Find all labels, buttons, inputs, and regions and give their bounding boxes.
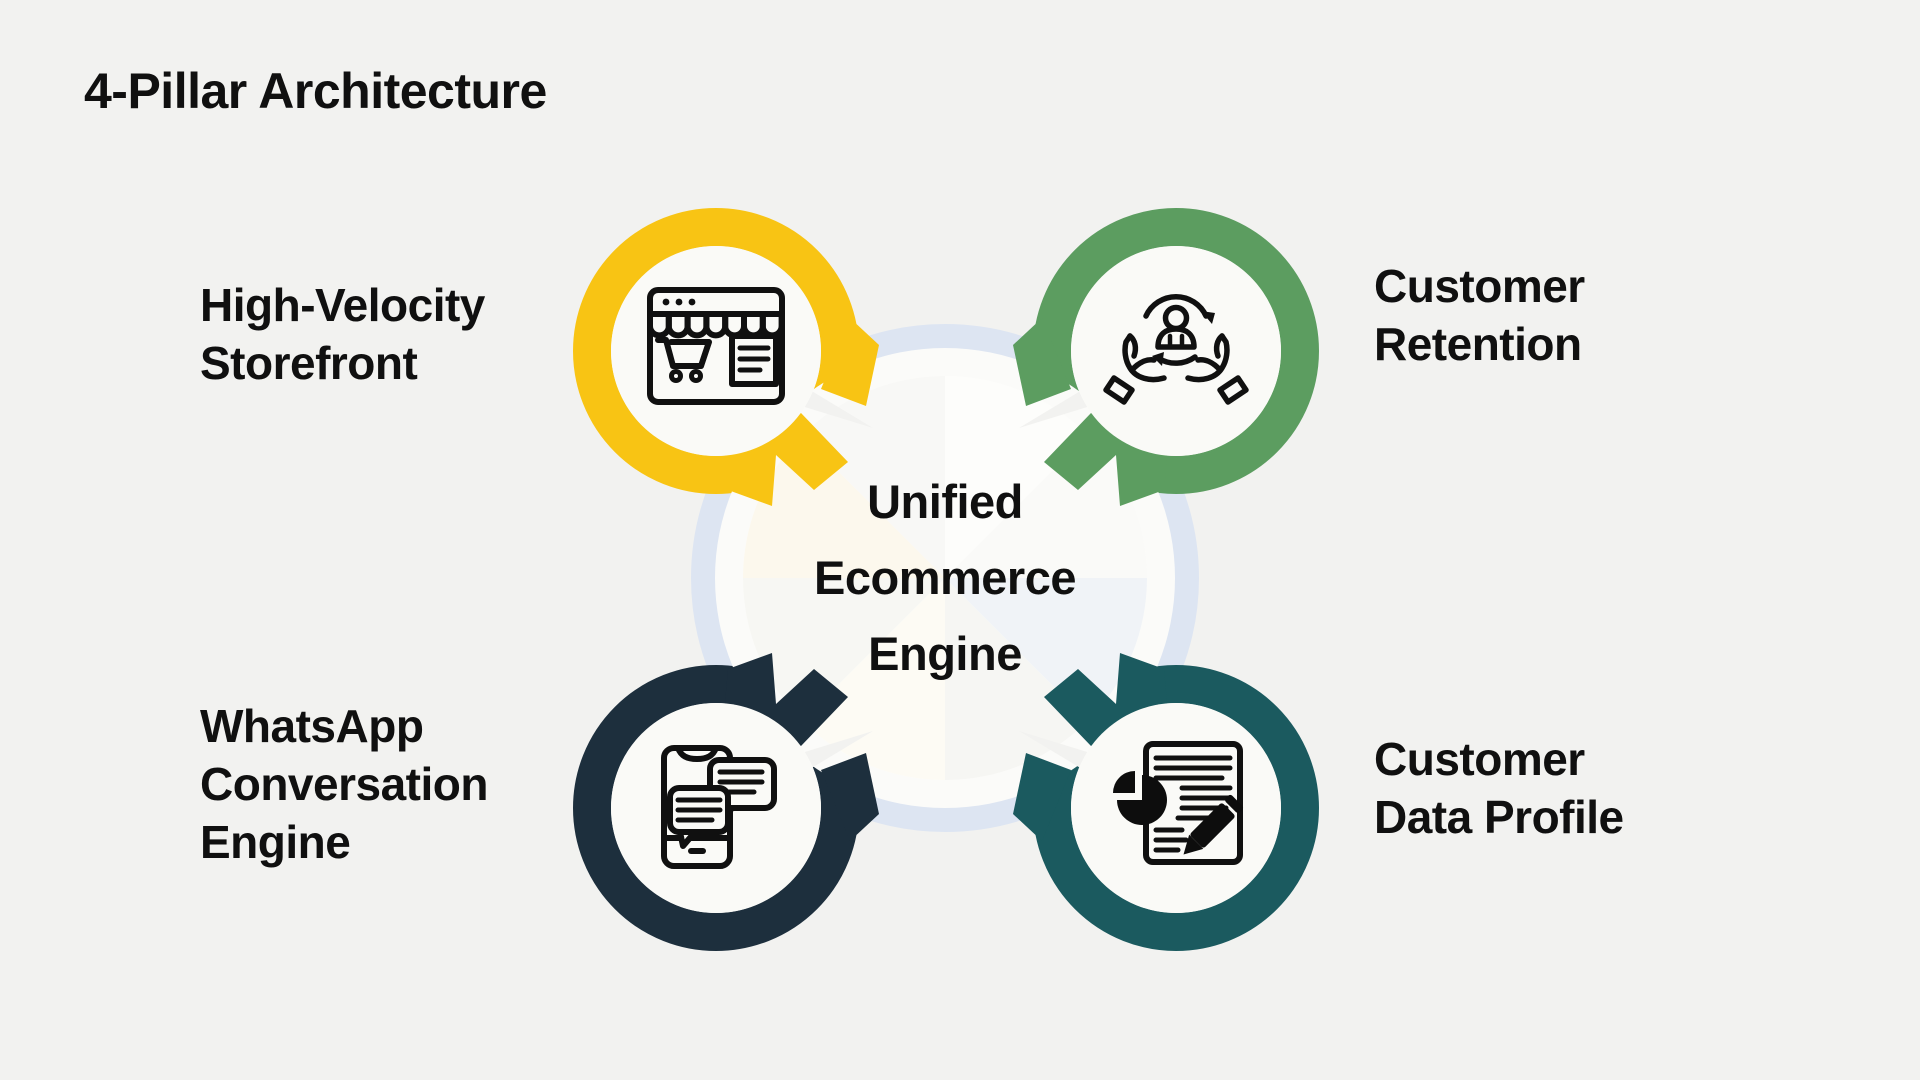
pillar-label-line: Data Profile bbox=[1374, 791, 1624, 843]
pillar-label-line: Customer bbox=[1374, 733, 1585, 785]
pillar-disc-storefront bbox=[611, 246, 821, 456]
pillar-label-whatsapp: WhatsApp Conversation Engine bbox=[200, 697, 488, 871]
hub-title: Unified Ecommerce Engine bbox=[745, 464, 1145, 692]
hub-slices bbox=[743, 376, 1147, 780]
whatsapp-chat-icon bbox=[661, 745, 777, 869]
customer-retention-icon bbox=[1106, 294, 1246, 402]
pillar-label-storefront: High-Velocity Storefront bbox=[200, 276, 485, 392]
hub-circle bbox=[743, 376, 1147, 780]
customer-data-icon bbox=[1113, 741, 1244, 865]
page-title: 4-Pillar Architecture bbox=[84, 63, 547, 119]
pillar-label-line: Retention bbox=[1374, 318, 1582, 370]
hub-title-line: Ecommerce bbox=[814, 551, 1077, 604]
pillar-label-retention: Customer Retention bbox=[1374, 257, 1585, 373]
pillar-label-line: High-Velocity bbox=[200, 279, 485, 331]
pillar-label-line: Engine bbox=[200, 816, 351, 868]
pillar-disc-retention bbox=[1071, 246, 1281, 456]
pillar-label-line: Conversation bbox=[200, 758, 488, 810]
hub-title-line: Engine bbox=[868, 627, 1022, 680]
pillar-label-line: Storefront bbox=[200, 337, 418, 389]
hub-halo-ring bbox=[691, 324, 1199, 832]
pillar-label-line: Customer bbox=[1374, 260, 1585, 312]
storefront-icon bbox=[647, 287, 785, 405]
pillar-label-data: Customer Data Profile bbox=[1374, 730, 1624, 846]
pillar-label-line: WhatsApp bbox=[200, 700, 424, 752]
hub-title-line: Unified bbox=[867, 475, 1023, 528]
